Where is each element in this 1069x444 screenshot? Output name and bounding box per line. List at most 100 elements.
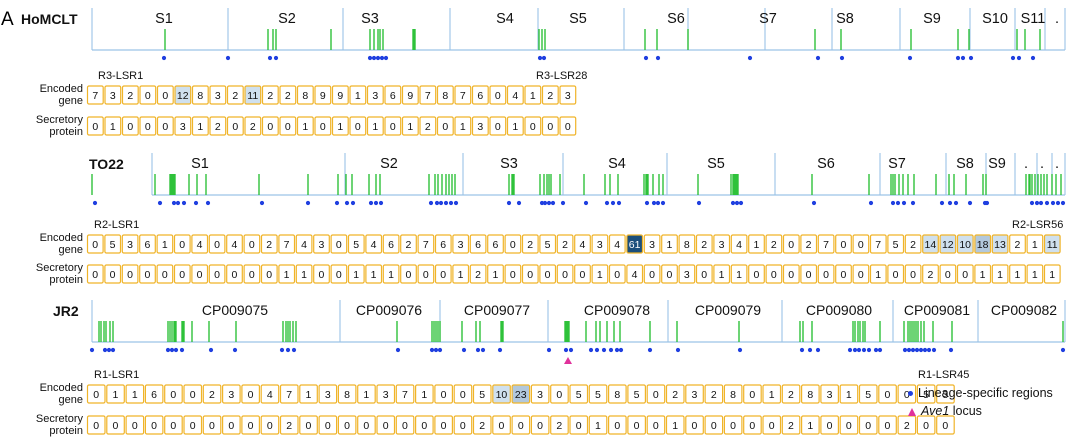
count-value: 1	[1049, 269, 1055, 281]
lsr-dot	[550, 200, 556, 206]
count-cell	[347, 264, 365, 284]
count-cell	[608, 264, 626, 284]
count-cell	[382, 234, 400, 254]
count-value: 0	[840, 269, 846, 281]
count-value: 0	[649, 269, 655, 281]
count-value: 0	[355, 121, 361, 133]
count-value: 3	[942, 389, 948, 401]
count-cell	[400, 234, 417, 254]
count-value: 3	[477, 121, 483, 133]
count-cell	[521, 264, 539, 284]
count-value: 3	[383, 389, 389, 401]
count-cell	[588, 415, 608, 435]
count-cell	[384, 85, 402, 105]
lsr-dot	[106, 347, 112, 353]
count-value: 2	[562, 239, 568, 251]
count-value: 5	[865, 389, 871, 401]
count-value: 2	[788, 420, 794, 432]
count-cell	[183, 384, 203, 404]
segment-label: CP009080	[806, 302, 872, 318]
count-cell	[695, 234, 713, 254]
count-cell	[1026, 264, 1044, 284]
count-cell	[817, 234, 835, 254]
count-value: 7	[823, 239, 829, 251]
lsr-dot	[931, 347, 937, 353]
segment-label: S4	[608, 156, 626, 172]
count-cell	[366, 85, 384, 105]
count-value: 13	[994, 239, 1006, 251]
count-value: 6	[440, 239, 446, 251]
count-value: 1	[769, 389, 775, 401]
segment-label: CP009076	[356, 302, 422, 318]
count-value: 1	[337, 121, 343, 133]
count-cell	[86, 415, 106, 435]
segment-label: S6	[667, 11, 685, 27]
segment-label: S2	[380, 156, 398, 172]
count-value: 61	[629, 239, 641, 251]
count-value: 0	[510, 239, 516, 251]
count-cell	[539, 234, 557, 254]
count-cell	[607, 415, 627, 435]
count-value: 8	[197, 90, 203, 102]
count-value: 0	[162, 90, 168, 102]
segment-label: .	[1055, 11, 1059, 27]
lsr-dot	[811, 200, 817, 206]
count-value: 8	[344, 389, 350, 401]
count-value: 0	[653, 389, 659, 401]
count-value: 0	[162, 121, 168, 133]
count-value: 0	[545, 269, 551, 281]
count-value: 3	[372, 90, 378, 102]
count-cell	[713, 264, 731, 284]
lsr-dot	[375, 55, 381, 61]
count-cell	[365, 264, 383, 284]
count-value: 0	[170, 389, 176, 401]
count-cell	[974, 264, 992, 284]
count-cell	[743, 415, 762, 435]
count-value: 1	[1032, 239, 1038, 251]
count-cell	[1026, 234, 1044, 254]
lsr-dot	[856, 347, 862, 353]
count-cell	[559, 116, 577, 136]
count-cell	[121, 116, 139, 136]
count-value: 1	[110, 121, 116, 133]
count-cell	[487, 264, 504, 284]
count-value: 0	[460, 420, 466, 432]
count-value: 0	[711, 420, 717, 432]
count-value: 6	[144, 239, 150, 251]
count-cell	[839, 384, 859, 404]
count-value: 0	[840, 239, 846, 251]
count-value: 1	[666, 239, 672, 251]
row-label: Encoded	[40, 232, 83, 244]
lsr-dot	[428, 200, 434, 206]
lsr-dot	[433, 347, 439, 353]
count-value: 6	[390, 90, 396, 102]
count-cell	[471, 116, 489, 136]
lsr-dot	[1055, 200, 1061, 206]
count-cell	[376, 415, 396, 435]
count-cell	[86, 384, 106, 404]
lsr-dot	[618, 347, 624, 353]
lsr-dot	[922, 347, 928, 353]
count-value: 0	[499, 420, 505, 432]
count-value: 5	[353, 239, 359, 251]
lsr-first-label: R1-LSR1	[94, 369, 139, 381]
count-value: 0	[248, 420, 254, 432]
count-cell	[417, 264, 435, 284]
count-cell	[419, 85, 437, 105]
count-value: 0	[151, 420, 157, 432]
count-cell	[261, 85, 279, 105]
lsr-dot	[371, 55, 377, 61]
segment-label: CP009078	[584, 302, 650, 318]
count-cell	[349, 85, 367, 105]
lsr-dot	[157, 200, 163, 206]
lsr-dot	[910, 200, 916, 206]
count-cell	[104, 85, 122, 105]
count-value: 7	[460, 90, 466, 102]
lsr-dot	[461, 347, 467, 353]
count-value: 1	[736, 269, 742, 281]
genome-name: TO22	[89, 156, 124, 172]
lsr-dot	[655, 200, 661, 206]
lsr-dot	[967, 200, 973, 206]
count-cell	[472, 415, 492, 435]
count-cell	[661, 264, 678, 284]
